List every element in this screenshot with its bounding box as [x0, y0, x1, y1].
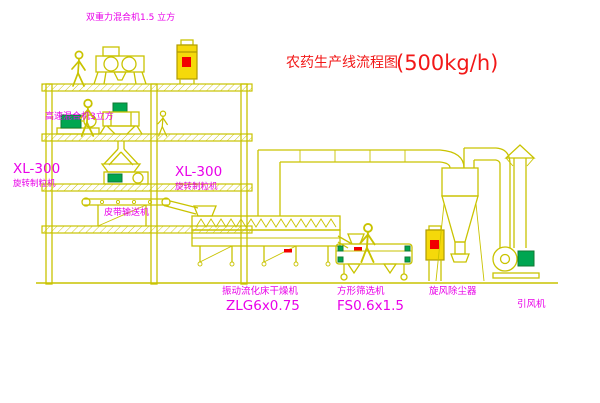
- double-gravity-mixer: [93, 46, 147, 85]
- fan-motor: [517, 250, 535, 267]
- worker-figure: [157, 110, 168, 137]
- label-induced-fan: 引风机: [517, 298, 546, 310]
- label-granulator-mid-name: 旋转制粒机: [175, 181, 218, 192]
- label-sieve-name: 方形筛选机: [337, 285, 385, 297]
- granulator-body: [107, 173, 123, 183]
- floor-slab-top: [41, 83, 253, 92]
- label-dryer-model: ZLG6x0.75: [226, 298, 300, 314]
- red-mark: [354, 247, 362, 251]
- floor-slab-3: [41, 183, 253, 192]
- induced-draft-fan-drawing: [492, 144, 540, 279]
- panel-indicator: [430, 240, 439, 249]
- panel-indicator: [182, 57, 191, 67]
- label-sieve-model: FS0.6x1.5: [337, 298, 404, 314]
- fluid-bed-dryer: [191, 205, 341, 267]
- label-granulator-left-model: XL-300: [13, 161, 60, 177]
- square-sieve-drawing: [335, 233, 413, 281]
- control-panel-right: [425, 225, 445, 281]
- label-granulator-mid-model: XL-300: [175, 164, 222, 180]
- worker-figure: [71, 50, 86, 87]
- label-double-gravity-mixer: 双重力混合机1.5 立方: [86, 11, 175, 23]
- red-mark: [284, 249, 292, 253]
- exhaust-ducting: [257, 149, 465, 216]
- label-granulator-left-name: 旋转制粒机: [13, 178, 56, 189]
- stack-rain-cap: [504, 144, 536, 159]
- drawing-title: 农药生产线流程图: [286, 55, 398, 71]
- rotary-granulator: [100, 163, 149, 185]
- labels-layer: 双重力混合机1.5 立方 高速混合机3立方 XL-300 旋转制粒机 XL-30…: [13, 11, 546, 314]
- drawing-title-capacity: (500kg/h): [396, 51, 498, 75]
- label-high-speed-mixer: 高速混合机3立方: [45, 110, 114, 122]
- belt-conveyor-drawing: [81, 197, 199, 227]
- building-structure: [36, 83, 558, 285]
- mixer-motor: [102, 46, 120, 57]
- label-dryer-name: 振动流化床干燥机: [222, 285, 299, 297]
- mixer-motor: [112, 102, 128, 113]
- label-cyclone: 旋风除尘器: [429, 285, 477, 297]
- cyclone-dust-collector: [435, 147, 511, 282]
- control-panel-top: [176, 39, 198, 84]
- label-belt-conveyor: 皮带输送机: [104, 206, 149, 218]
- worker-figure: [359, 223, 376, 263]
- floor-slab-2: [41, 133, 253, 142]
- high-speed-mixer: [99, 102, 143, 166]
